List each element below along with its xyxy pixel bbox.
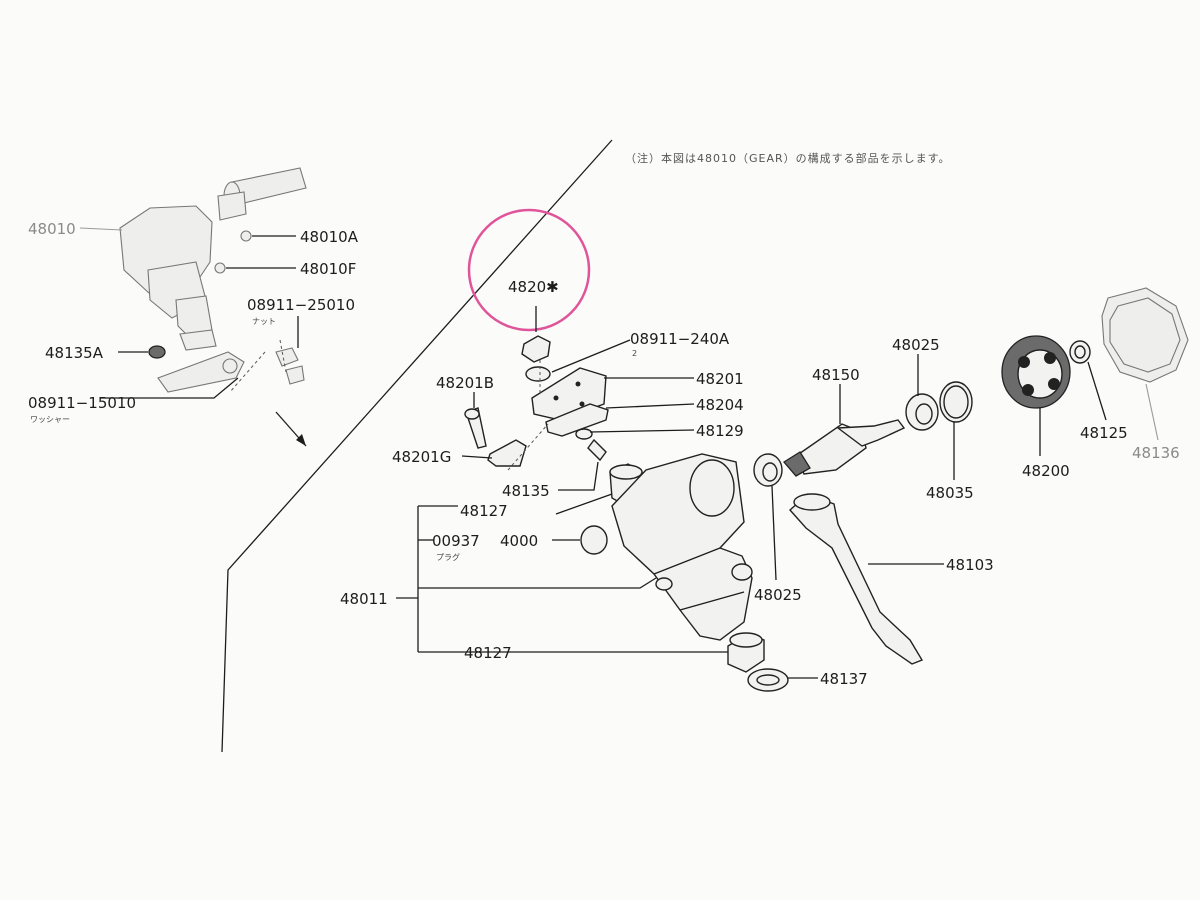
label-48135A: 48135A (45, 344, 104, 362)
label-48125: 48125 (1080, 424, 1128, 442)
label-washer: ワッシャー (30, 415, 70, 424)
label-48127-top: 48127 (460, 502, 508, 520)
label-48010F: 48010F (300, 260, 356, 278)
label-00937: 00937 (432, 532, 480, 550)
label-48129: 48129 (696, 422, 744, 440)
gear-housing-group (464, 335, 789, 692)
label-48136: 48136 (1132, 444, 1180, 462)
gear-assembly-overview (79, 167, 307, 447)
label-48025-bottom: 48025 (754, 586, 802, 604)
label-48135: 48135 (502, 482, 550, 500)
label-48201G: 48201G (392, 448, 451, 466)
label-48011: 48011 (340, 590, 388, 608)
label-08911-25010: 08911−25010 (247, 296, 355, 314)
label-08911-15010: 08911−15010 (28, 394, 136, 412)
label-48035: 48035 (926, 484, 974, 502)
label-48025-top: 48025 (892, 336, 940, 354)
highlight-circle (467, 208, 591, 332)
label-48150: 48150 (812, 366, 860, 384)
label-48010A: 48010A (300, 228, 359, 246)
label-nut: ナット (252, 317, 276, 326)
label-08911-240A: 08911−240A (630, 330, 730, 348)
label-48010: 48010 (28, 220, 76, 238)
label-48127-bottom: 48127 (464, 644, 512, 662)
shaft-group (783, 287, 1189, 665)
label-48137: 48137 (820, 670, 868, 688)
label-48201B: 48201B (436, 374, 494, 392)
label-48204: 48204 (696, 396, 744, 414)
label-4820: 4820✱ (508, 278, 559, 296)
label-48200: 48200 (1022, 462, 1070, 480)
divider-line (221, 139, 613, 753)
label-08911-240A-sub: 2 (632, 349, 637, 358)
note-text: （注）本図は48010（GEAR）の構成する部品を示します。 (625, 151, 951, 165)
label-plug: プラグ (436, 552, 460, 562)
label-4000: 4000 (500, 532, 538, 550)
label-48201: 48201 (696, 370, 744, 388)
label-48103: 48103 (946, 556, 994, 574)
